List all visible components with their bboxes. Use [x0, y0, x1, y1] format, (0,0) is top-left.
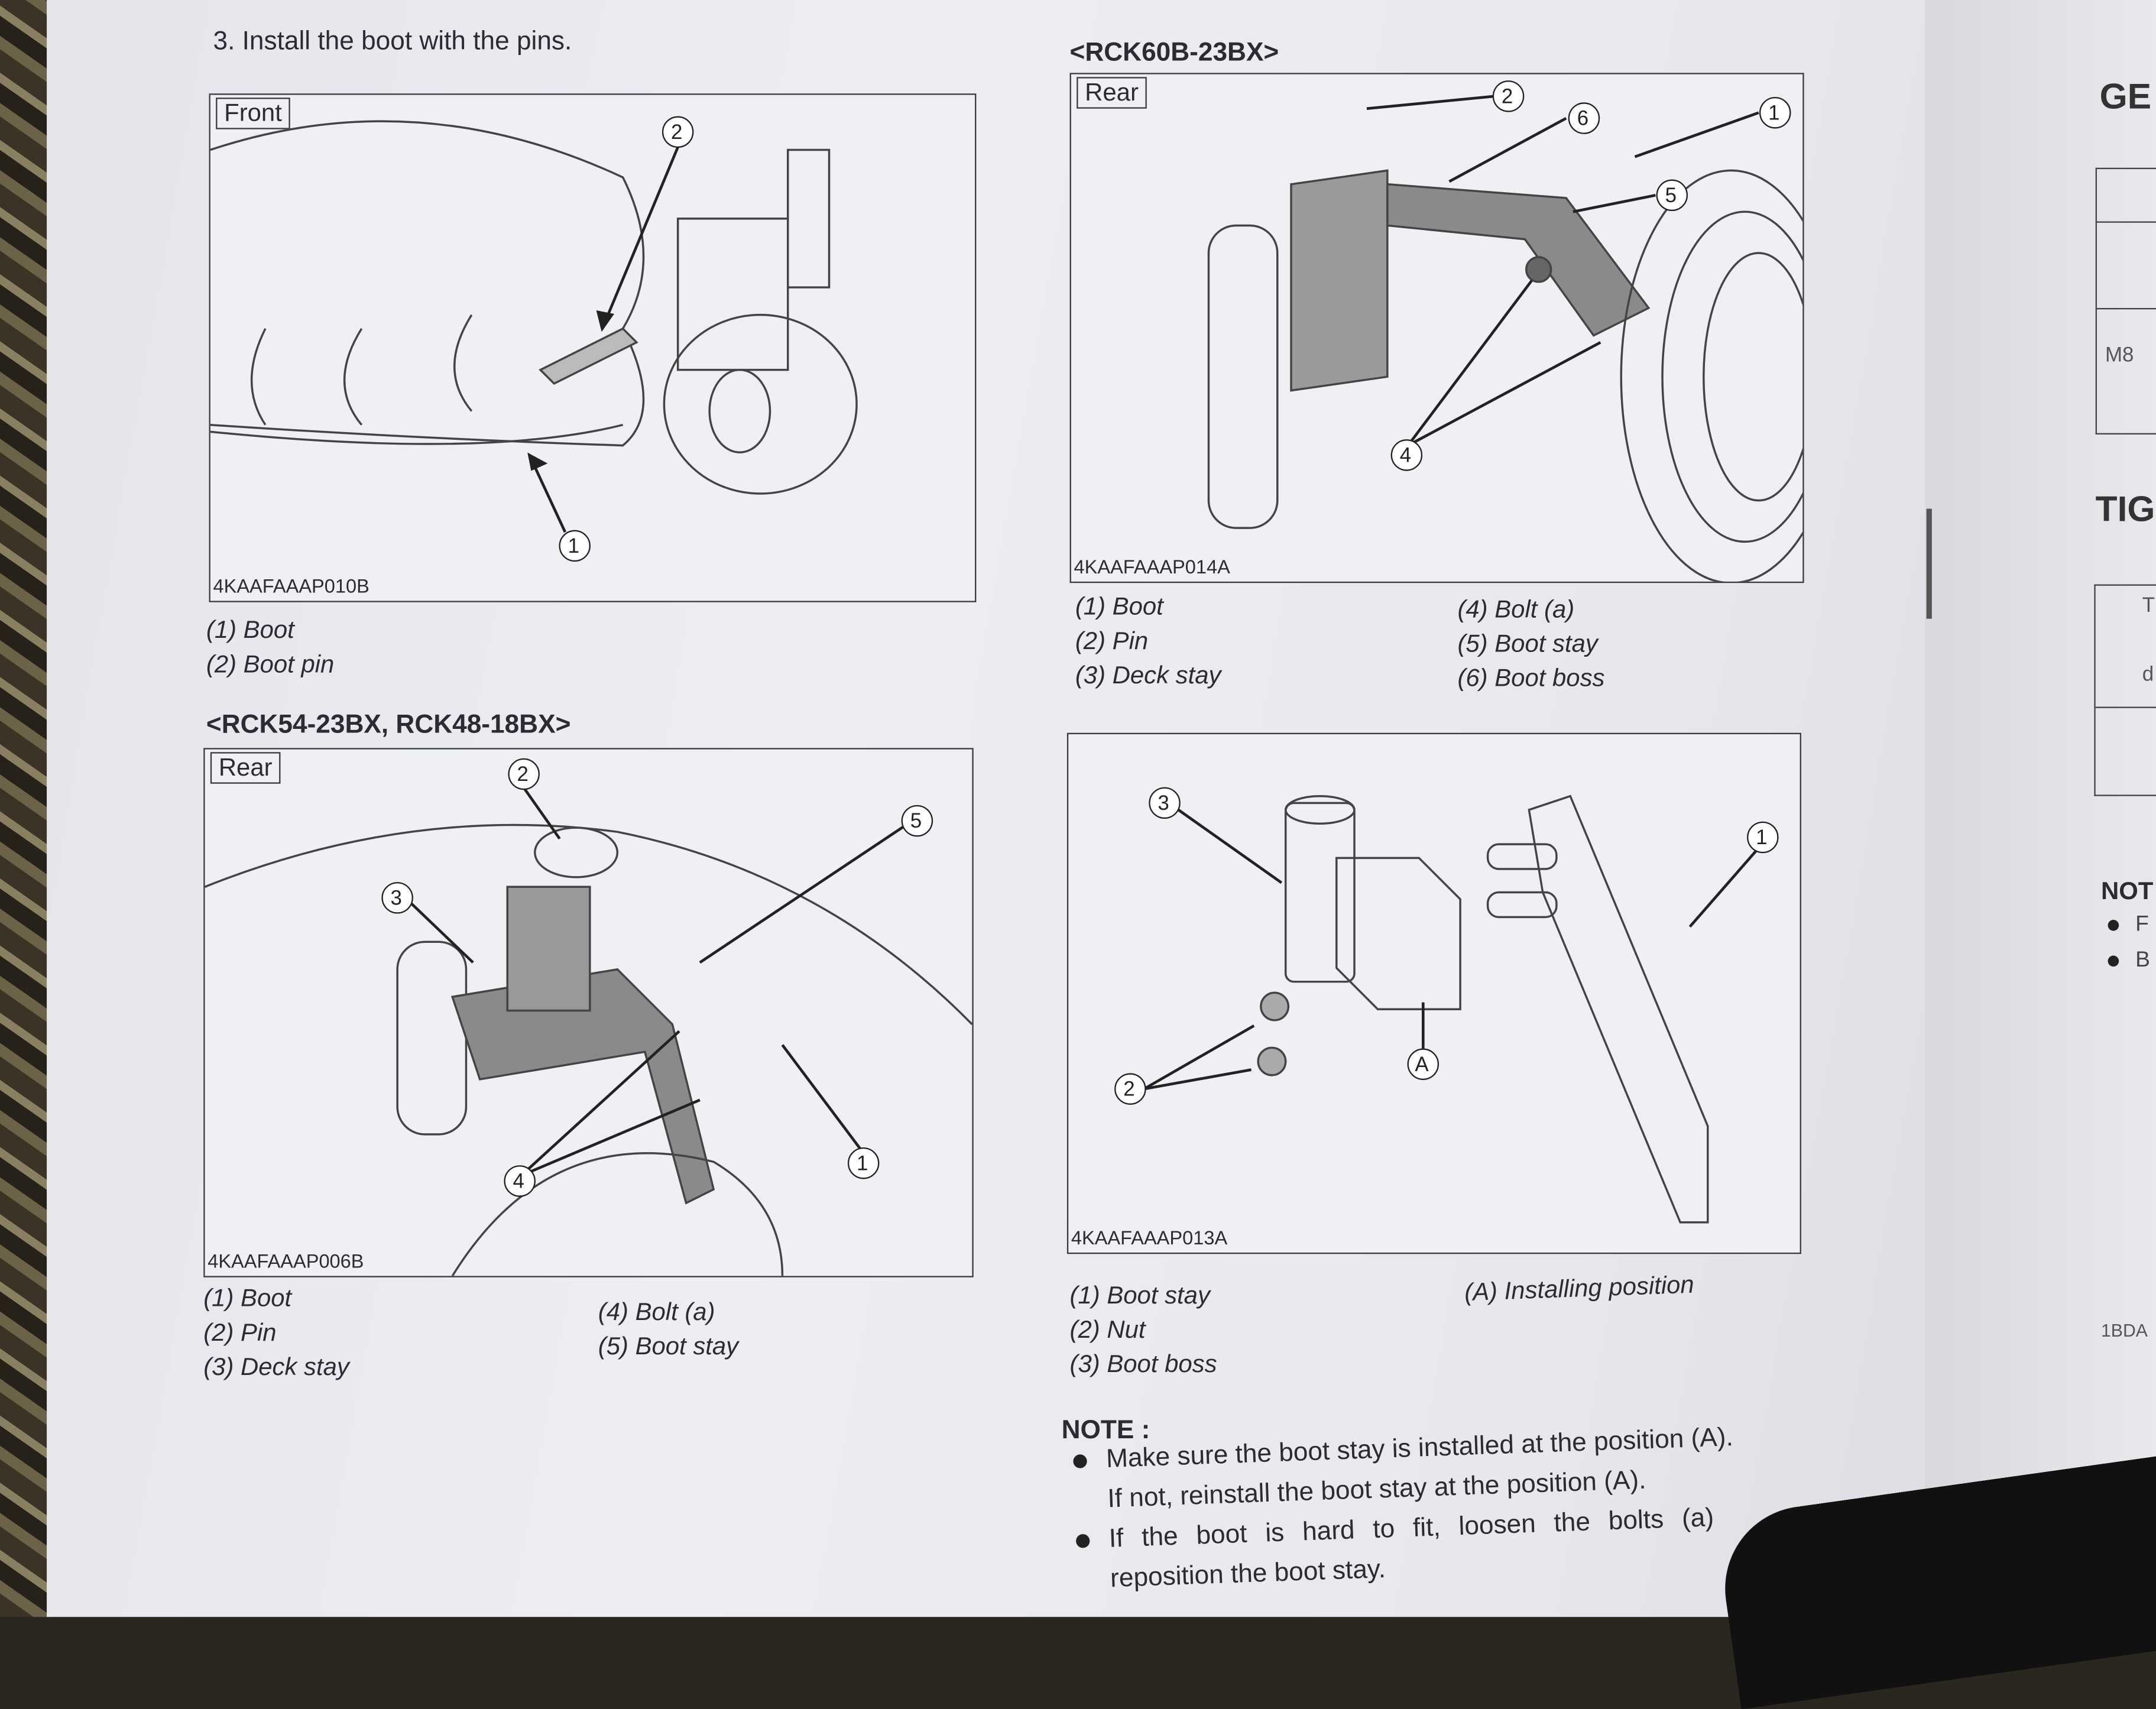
- callout-4: 4: [1400, 444, 1411, 467]
- right-page-bullets: F B: [2108, 907, 2150, 979]
- bullet-icon: [1073, 1454, 1088, 1468]
- callout-3: 3: [391, 886, 402, 909]
- caption: (3) Deck stay: [203, 1353, 349, 1381]
- callout-A: A: [1415, 1053, 1429, 1076]
- table-cell: M8: [2105, 343, 2134, 368]
- caption: (2) Pin: [1075, 627, 1149, 655]
- boot-stay-exploded-diagram: 3 1 2 A: [1114, 787, 1779, 1224]
- caption: (3) Deck stay: [1075, 661, 1221, 689]
- callout-5: 5: [1665, 184, 1677, 207]
- right-page-heading: TIG: [2095, 488, 2155, 530]
- caption: (2) Boot pin: [206, 650, 335, 678]
- model-heading: <RCK54-23BX, RCK48-18BX>: [206, 711, 571, 740]
- view-label: Rear: [1077, 77, 1147, 109]
- figure-rck54-rck48: 2 3 5 1 4 Rear 4KAAFAAAP006B: [203, 748, 974, 1277]
- figure-front-boot: 2 1 Front 4KAAFAAAP010B: [209, 93, 977, 602]
- caption: (4) Bolt (a): [1457, 595, 1575, 623]
- figure3-captions-left: (1) Boot (2) Pin (3) Deck stay: [203, 1282, 349, 1384]
- bullet-text: B: [2135, 948, 2150, 972]
- figure3-captions-right: (4) Bolt (a) (5) Boot stay: [598, 1295, 738, 1364]
- table-cell: T: [2142, 594, 2155, 618]
- boot-diagram-rck54: 2 3 5 1 4: [205, 758, 972, 1276]
- right-page-table: T d: [2094, 584, 2156, 796]
- right-page-code: 1BDA: [2100, 1319, 2148, 1341]
- caption: (6) Boot boss: [1457, 664, 1605, 692]
- note-body: Make sure the boot stay is installed at …: [1072, 1418, 1738, 1601]
- callout-2: 2: [1502, 85, 1513, 108]
- callout-6: 6: [1577, 107, 1588, 130]
- figure2-captions-left: (1) Boot (2) Pin (3) Deck stay: [1075, 590, 1221, 693]
- caption: (2) Nut: [1069, 1315, 1146, 1344]
- caption: (2) Pin: [203, 1318, 277, 1347]
- caption: (1) Boot: [1075, 592, 1163, 620]
- caption: (4) Bolt (a): [598, 1298, 715, 1326]
- step-instruction: 3. Install the boot with the pins.: [213, 27, 572, 57]
- view-label: Rear: [210, 752, 281, 784]
- caption: (5) Boot stay: [1457, 630, 1598, 657]
- right-page: [1925, 0, 2156, 1617]
- figure-code: 4KAAFAAAP014A: [1074, 555, 1230, 578]
- figure2-captions-right: (4) Bolt (a) (5) Boot stay (6) Boot boss: [1457, 592, 1604, 695]
- caption: (1) Boot stay: [1069, 1281, 1210, 1309]
- callout-3: 3: [1158, 792, 1169, 815]
- callout-2: 2: [671, 121, 682, 144]
- bullet-icon: [1075, 1533, 1090, 1548]
- callout-2: 2: [1123, 1078, 1134, 1101]
- model-heading: <RCK60B-23BX>: [1069, 38, 1279, 67]
- caption: (1) Boot: [206, 616, 294, 644]
- callout-1: 1: [568, 534, 579, 557]
- callout-4: 4: [513, 1170, 524, 1193]
- callout-1: 1: [857, 1152, 868, 1175]
- figure-boot-stay-detail: 3 1 2 A 4KAAFAAAP013A: [1066, 732, 1801, 1254]
- figure-rck60b: 2 6 1 5 4 Rear 4KAAFAAAP014A: [1069, 73, 1804, 583]
- view-label: Front: [216, 98, 290, 129]
- bullet-icon: [2108, 955, 2119, 967]
- page-fold: [1926, 508, 1932, 619]
- callout-1: 1: [1768, 101, 1779, 124]
- figure-code: 4KAAFAAAP010B: [213, 575, 369, 597]
- boot-diagram-rck60b: 2 6 1 5 4: [1207, 80, 1803, 582]
- figure1-captions: (1) Boot (2) Boot pin: [206, 613, 334, 682]
- bullet-text: F: [2135, 913, 2149, 936]
- callout-5: 5: [910, 809, 922, 832]
- caption: (3) Boot boss: [1069, 1350, 1217, 1378]
- callout-2: 2: [517, 763, 529, 786]
- table-cell: d: [2142, 663, 2154, 686]
- right-page-heading: GE: [2099, 75, 2152, 117]
- right-page-note-title: NOT: [2100, 877, 2154, 905]
- caption: (1) Boot: [203, 1284, 292, 1312]
- figure4-captions-left: (1) Boot stay (2) Nut (3) Boot boss: [1070, 1279, 1217, 1382]
- boot-diagram-front: 2 1: [210, 116, 858, 562]
- caption: (5) Boot stay: [598, 1332, 739, 1360]
- note-title: NOTE :: [1061, 1416, 1150, 1445]
- right-page-table: M8: [2095, 167, 2156, 434]
- figure-code: 4KAAFAAAP006B: [208, 1250, 364, 1272]
- figure-code: 4KAAFAAAP013A: [1071, 1226, 1228, 1248]
- callout-1: 1: [1756, 826, 1767, 849]
- bullet-icon: [2108, 919, 2119, 931]
